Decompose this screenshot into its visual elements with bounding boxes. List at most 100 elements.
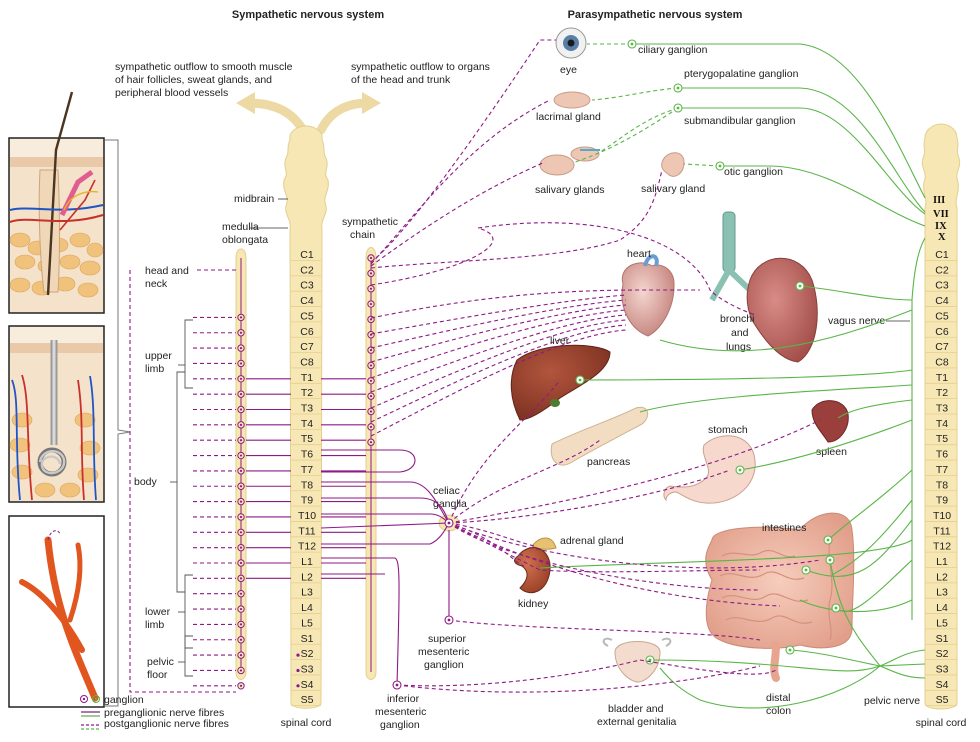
chain-ganglion-left-core [239, 531, 243, 534]
segment-label-left-C2: C2 [300, 264, 314, 276]
superior-mesenteric-label-2: mesenteric [418, 646, 469, 658]
segment-label-left-S1: S1 [301, 633, 314, 645]
sacral-marker [296, 684, 300, 688]
cranial-nerve-III: III [933, 195, 945, 206]
segment-label-right-C1: C1 [935, 249, 949, 261]
spinal-cord-right-label: spinal cord [916, 717, 967, 729]
bladder-label-1: bladder and [608, 703, 664, 715]
parasympathetic-ganglion-core [738, 468, 742, 472]
segment-label-right-S5: S5 [936, 694, 949, 706]
chain-ganglion-right-core [369, 395, 373, 398]
segment-label-right-C2: C2 [935, 264, 949, 276]
bronchi-label-2: and [731, 327, 749, 339]
sympathetic-organ-fibres [370, 39, 821, 693]
inferior-mesenteric-label-2: mesenteric [375, 706, 426, 718]
segment-label-left-T12: T12 [298, 541, 316, 553]
segment-label-right-T10: T10 [933, 510, 951, 522]
sacral-marker [296, 668, 300, 673]
head-neck-label-1: head and [145, 265, 189, 277]
segment-label-left-S5: S5 [301, 694, 314, 706]
segment-label-left-L1: L1 [301, 556, 313, 568]
sacral-marker [296, 653, 300, 657]
segment-label-left-T4: T4 [301, 418, 313, 430]
spinal-cord-left-label: spinal cord [281, 717, 332, 729]
chain-ganglion-left-core [239, 607, 243, 611]
salivary-glands-label: salivary glands [535, 184, 604, 196]
segment-label-right-T2: T2 [936, 387, 948, 399]
celiac-label-1: celiac [433, 485, 460, 497]
segment-label-right-C8: C8 [935, 356, 949, 368]
superior-mesenteric-label-3: ganglion [424, 659, 464, 671]
segment-label-right-L1: L1 [936, 556, 948, 568]
pancreas [550, 406, 649, 466]
eye [555, 27, 587, 59]
outflow-right-caption: sympathetic outflow to organs of the hea… [351, 61, 490, 86]
medulla-label-1: medulla [222, 221, 259, 233]
segment-label-left-T2: T2 [301, 387, 313, 399]
intestines-label: intestines [762, 522, 806, 534]
liver [510, 344, 611, 421]
chain-ganglion-left-core [239, 377, 243, 380]
segment-label-left-T7: T7 [301, 464, 313, 476]
distal-colon-label-2: colon [766, 705, 791, 717]
chain-ganglion-right-core [369, 441, 373, 444]
parasympathetic-ganglion-core [834, 606, 838, 610]
kidney [514, 547, 551, 593]
segment-label-right-T8: T8 [936, 479, 948, 491]
segment-label-left-C5: C5 [300, 310, 314, 322]
segment-label-right-T5: T5 [936, 433, 948, 445]
body-label: body [134, 476, 158, 488]
heart [621, 254, 675, 337]
spleen-label: spleen [816, 446, 847, 458]
parasympathetic-ganglion-core [630, 42, 634, 46]
segment-label-right-S3: S3 [936, 663, 949, 675]
chain-ganglion-left-core [239, 654, 243, 657]
chain-ganglion-left-core [239, 423, 243, 426]
pterygopalatine-ganglion-label: pterygopalatine ganglion [684, 68, 799, 80]
outflow-left-line-2: of hair follicles, sweat glands, and [115, 74, 272, 86]
segment-label-left-T1: T1 [301, 372, 313, 384]
segment-label-right-T9: T9 [936, 495, 948, 507]
intestines [705, 512, 855, 682]
skin-sweat-gland-inset [8, 325, 105, 503]
parasympathetic-ganglion-core [578, 378, 582, 382]
chain-ganglion-left-core [239, 393, 243, 396]
superior-mesenteric-label-1: superior [428, 633, 466, 645]
ciliary-ganglion-label: ciliary ganglion [638, 44, 708, 56]
otic-ganglion-label: otic ganglion [724, 166, 783, 178]
chain-ganglion-left-core [239, 515, 243, 519]
chain-ganglion-right-core [369, 302, 373, 306]
chain-ganglion-left-core [239, 469, 243, 472]
outflow-left-caption: sympathetic outflow to smooth muscle of … [115, 61, 293, 99]
heart-label: heart [627, 248, 651, 260]
segment-label-right-L3: L3 [936, 587, 948, 599]
chain-ganglion-left-core [239, 577, 243, 580]
lacrimal-gland [553, 91, 591, 109]
inset-bracket [105, 139, 131, 707]
parasympathetic-ganglion-core [648, 658, 652, 662]
chain-ganglion-left-core [239, 500, 243, 503]
chain-ganglion-right-core [369, 287, 373, 290]
legend-sym-ganglion-icon [80, 695, 88, 703]
segment-label-left-L5: L5 [301, 617, 313, 629]
legend: ganglion preganglionic nerve fibres post… [80, 694, 229, 730]
segment-label-right-T3: T3 [936, 403, 948, 415]
segment-label-left-S4: S4 [301, 679, 314, 691]
kidney-label: kidney [518, 598, 549, 610]
segment-label-left-C7: C7 [300, 341, 314, 353]
bronchi-label-1: bronchi [720, 313, 754, 325]
legend-preganglionic-label: preganglionic nerve fibres [104, 707, 224, 719]
sympathetic-ganglion-core [395, 683, 399, 687]
segment-label-left-T9: T9 [301, 495, 313, 507]
outflow-left-arrow [247, 98, 308, 135]
chain-ganglion-left-core [239, 439, 243, 442]
segment-label-left-T6: T6 [301, 449, 313, 461]
head-neck-postganglionic [129, 269, 236, 693]
lacrimal-gland-label: lacrimal gland [536, 111, 601, 123]
cranial-nerve-X: X [938, 232, 946, 243]
chain-ganglion-right-core [369, 272, 373, 275]
segment-label-right-C4: C4 [935, 295, 949, 307]
distal-colon-label-1: distal [766, 692, 791, 704]
skin-hair-follicle-inset [8, 91, 105, 314]
parasympathetic-ganglion-core [804, 568, 808, 572]
